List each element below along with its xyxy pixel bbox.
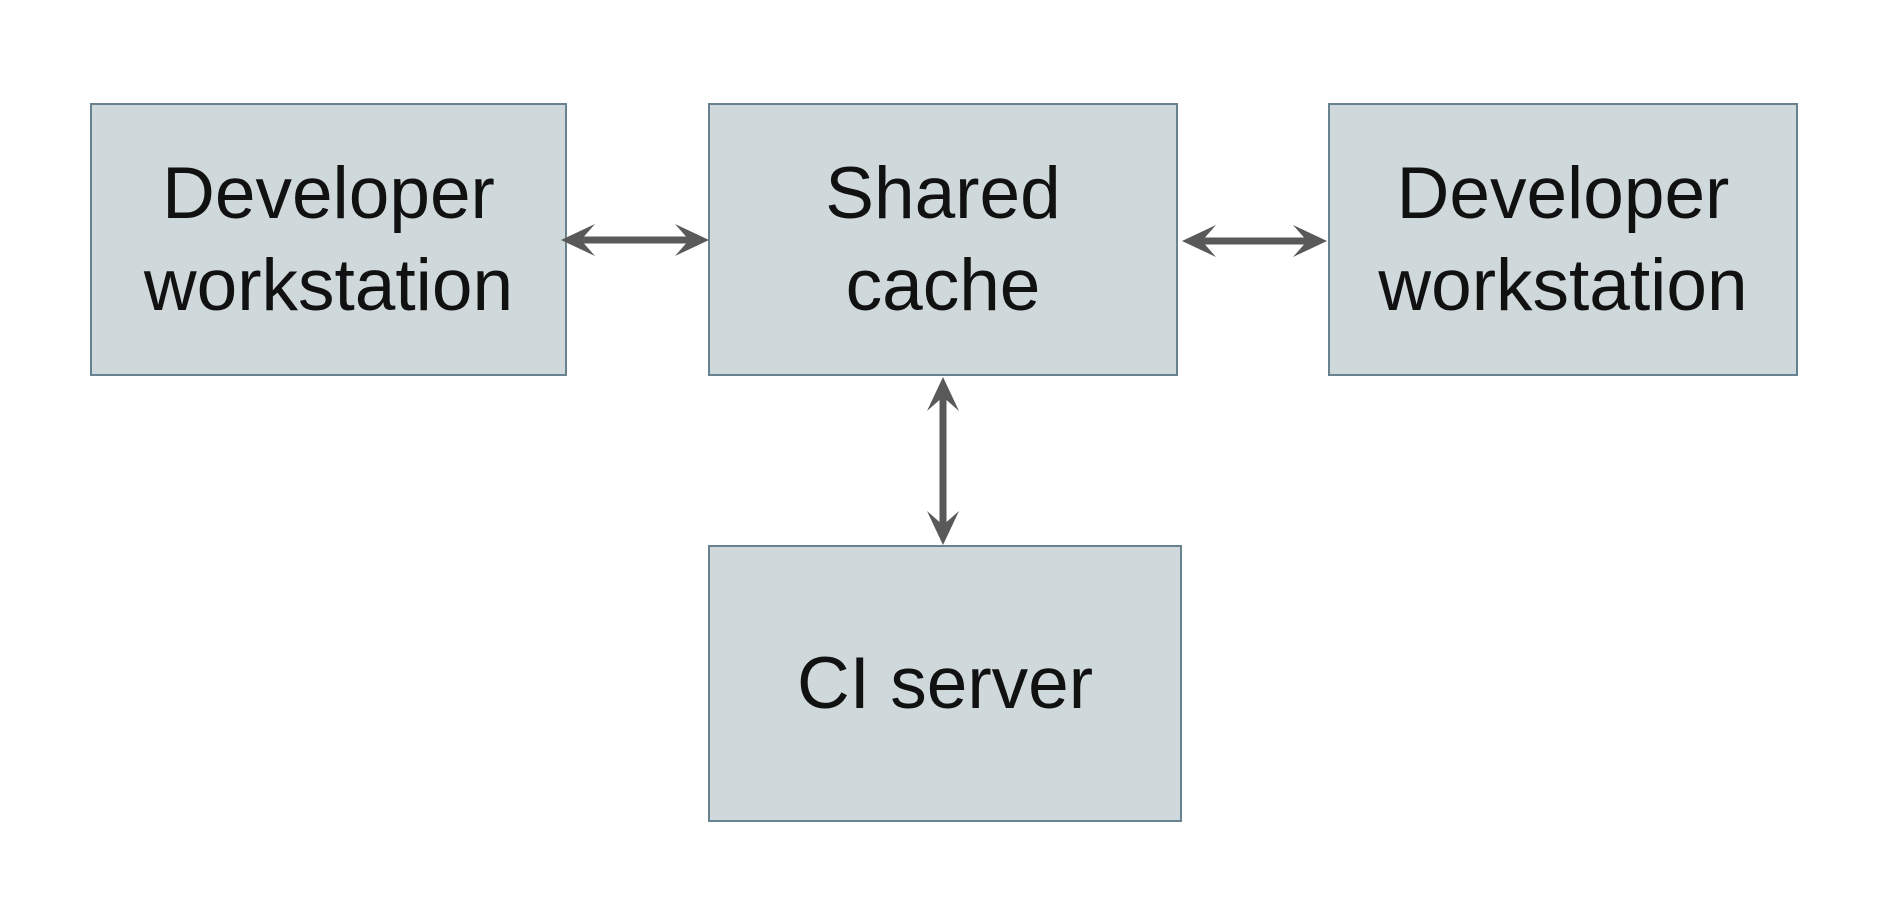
double-arrow-icon	[927, 377, 959, 545]
node-developer-workstation-left-label-line-2: workstation	[143, 244, 514, 326]
double-arrow-icon	[561, 224, 709, 256]
node-shared-cache: Shared cache	[708, 103, 1178, 376]
node-developer-workstation-right: Developer workstation	[1328, 103, 1798, 376]
double-arrow-icon	[1182, 225, 1327, 257]
node-ci-server-label-line-1: CI server	[796, 642, 1094, 724]
edge-workstation-left-shared-cache	[561, 224, 709, 256]
edge-shared-cache-workstation-right	[1182, 225, 1327, 257]
node-ci-server: CI server	[708, 545, 1182, 822]
node-developer-workstation-left-label-line-1: Developer	[162, 152, 495, 234]
node-shared-cache-label-line-1: Shared	[825, 152, 1061, 234]
node-developer-workstation-left: Developer workstation	[90, 103, 567, 376]
node-shared-cache-label-line-2: cache	[845, 244, 1041, 326]
node-developer-workstation-right-label-line-2: workstation	[1378, 244, 1748, 326]
node-developer-workstation-right-label-line-1: Developer	[1396, 152, 1730, 234]
edge-shared-cache-ci-server	[927, 377, 959, 545]
